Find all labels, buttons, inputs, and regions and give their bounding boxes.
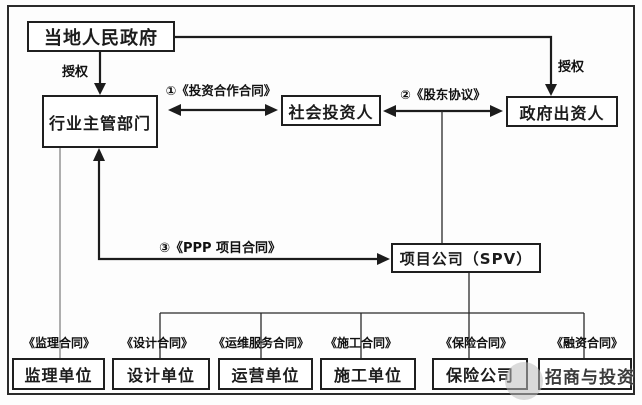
node-spv: 项目公司（SPV） [391,243,541,273]
label-contract-ppp-project: ③《PPP 项目合同》 [158,241,282,256]
label-authorize-left: 授权 [61,65,88,80]
label-supervision-contract: 《监理合同》 [22,336,95,350]
edge-authorize-right-line [175,35,553,84]
node-supervision-unit: 监理单位 [12,358,105,390]
label-om-service-contract: 《运维服务合同》 [212,336,309,350]
arrowhead-down-authority [94,83,106,95]
label-financing-contract: 《融资合同》 [550,336,623,350]
arrowhead-up-authority [93,148,105,161]
edge-contract3-line [97,160,377,261]
node-design-unit: 设计单位 [112,358,210,390]
watermark-logo-icon [505,362,543,400]
arrowhead-left-contract2 [383,105,396,117]
label-authorize-right: 授权 [557,60,584,75]
watermark-text: 招商与投资 [545,368,635,388]
label-design-contract: 《设计合同》 [120,336,193,350]
diagram-outer-border [7,5,635,395]
arrowhead-right-spv [377,253,390,265]
label-contract-investment-cooperation: ①《投资合作合同》 [165,83,277,98]
node-social-investor: 社会投资人 [281,95,381,126]
node-operation-unit: 运营单位 [218,358,313,390]
label-insurance-contract: 《保险合同》 [439,336,512,350]
arrowhead-right-contract1 [265,104,278,116]
node-industry-authority: 行业主管部门 [42,95,158,148]
node-construction-unit: 施工单位 [320,358,416,390]
arrowhead-down-gov-investor [545,84,557,96]
node-government-investor: 政府出资人 [506,96,618,127]
arrowhead-left-contract1 [168,104,181,116]
arrowhead-right-contract2 [490,105,503,117]
label-construction-contract: 《施工合同》 [324,336,397,350]
label-contract-shareholder-agreement: ②《股东协议》 [400,87,486,102]
node-local-government: 当地人民政府 [27,21,175,52]
